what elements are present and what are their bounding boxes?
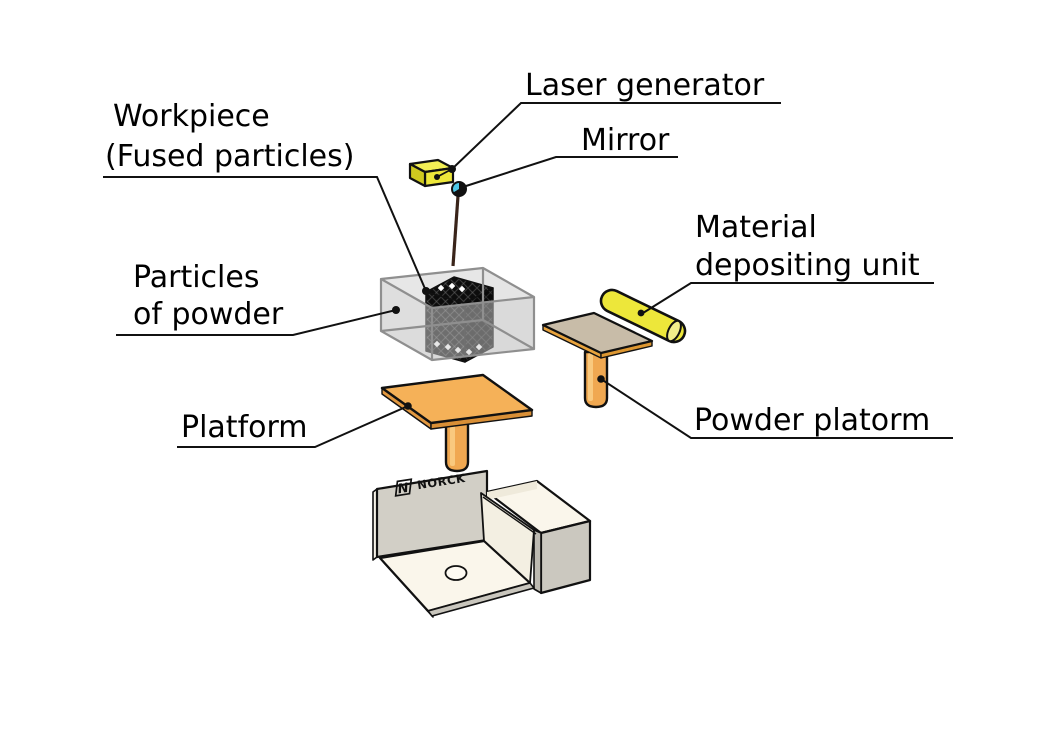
- label-workpiece-line1: Workpiece: [113, 99, 270, 134]
- norck-logo-n-icon: N: [397, 481, 410, 498]
- label-particles-dot: [392, 306, 400, 314]
- floor-hole: [444, 565, 468, 581]
- label-platform: Platform: [177, 402, 412, 448]
- mirror-dark-half: [452, 182, 466, 196]
- laser-box-side: [408, 162, 427, 188]
- label-material-depositing-unit: Material depositing unit: [637, 210, 934, 317]
- powder-box-front-right-face: [432, 297, 534, 360]
- divider-ridge-line: [482, 496, 537, 535]
- label-platform-text: Platform: [181, 410, 308, 445]
- powder-chamber: [379, 266, 536, 363]
- label-mirror-text: Mirror: [581, 123, 670, 158]
- label-particles-of-powder: Particles of powder: [116, 260, 400, 336]
- label-powder-platform-text: Powder platorm: [694, 403, 930, 438]
- powder-platform-column-highlight: [588, 353, 593, 401]
- label-particles-line1: Particles: [133, 260, 259, 295]
- label-material-line1: Material: [695, 210, 817, 245]
- mirror-element: [451, 181, 467, 197]
- laser-beam: [451, 195, 460, 267]
- powder-box-edges: [379, 266, 536, 362]
- norck-logo-n-frame: [394, 478, 413, 497]
- powder-bin-left-wall: [533, 529, 542, 594]
- label-particles-leader: [116, 309, 397, 336]
- machine-base: N NORCK: [372, 469, 592, 618]
- label-powder-platform-dot: [597, 375, 605, 383]
- label-laser-generator-leader: [451, 102, 781, 170]
- powder-bin-inner-shade: [487, 481, 537, 500]
- base-front-left-apron: [379, 557, 434, 618]
- platform-column: [444, 418, 470, 473]
- label-material-dot: [637, 309, 645, 317]
- material-depositing-roller: [599, 288, 687, 344]
- label-platform-dot: [404, 402, 412, 410]
- laser-generator-unit: [408, 158, 455, 188]
- platform-top: [380, 373, 534, 425]
- label-particles-line2: of powder: [133, 297, 284, 332]
- label-material-line2: depositing unit: [695, 248, 920, 283]
- base-front-right-apron: [427, 582, 535, 617]
- powder-box-front-left-face: [381, 279, 432, 360]
- label-workpiece: Workpiece (Fused particles): [103, 99, 430, 295]
- label-laser-generator-text: Laser generator: [525, 68, 765, 103]
- label-powder-platform: Powder platorm: [597, 375, 953, 439]
- label-laser-generator: Laser generator: [448, 68, 781, 173]
- powder-bin-front-wall: [539, 519, 592, 595]
- powder-plate-top: [541, 311, 654, 355]
- platform-column-highlight: [450, 422, 455, 466]
- powder-platform-assembly: [541, 311, 654, 409]
- label-workpiece-line2: (Fused particles): [105, 139, 354, 174]
- annotations: Laser generator Mirror Workpiece (Fused …: [103, 68, 953, 448]
- laser-box-dot: [434, 174, 440, 180]
- label-platform-leader: [177, 405, 409, 448]
- label-workpiece-dot: [422, 287, 430, 295]
- label-mirror: Mirror: [465, 123, 678, 187]
- label-workpiece-leader: [103, 176, 427, 292]
- roller-end-cap: [666, 319, 682, 343]
- label-material-leader: [642, 282, 934, 314]
- label-mirror-leader: [465, 156, 678, 187]
- label-laser-generator-dot: [448, 165, 456, 173]
- label-powder-platform-leader: [600, 378, 953, 439]
